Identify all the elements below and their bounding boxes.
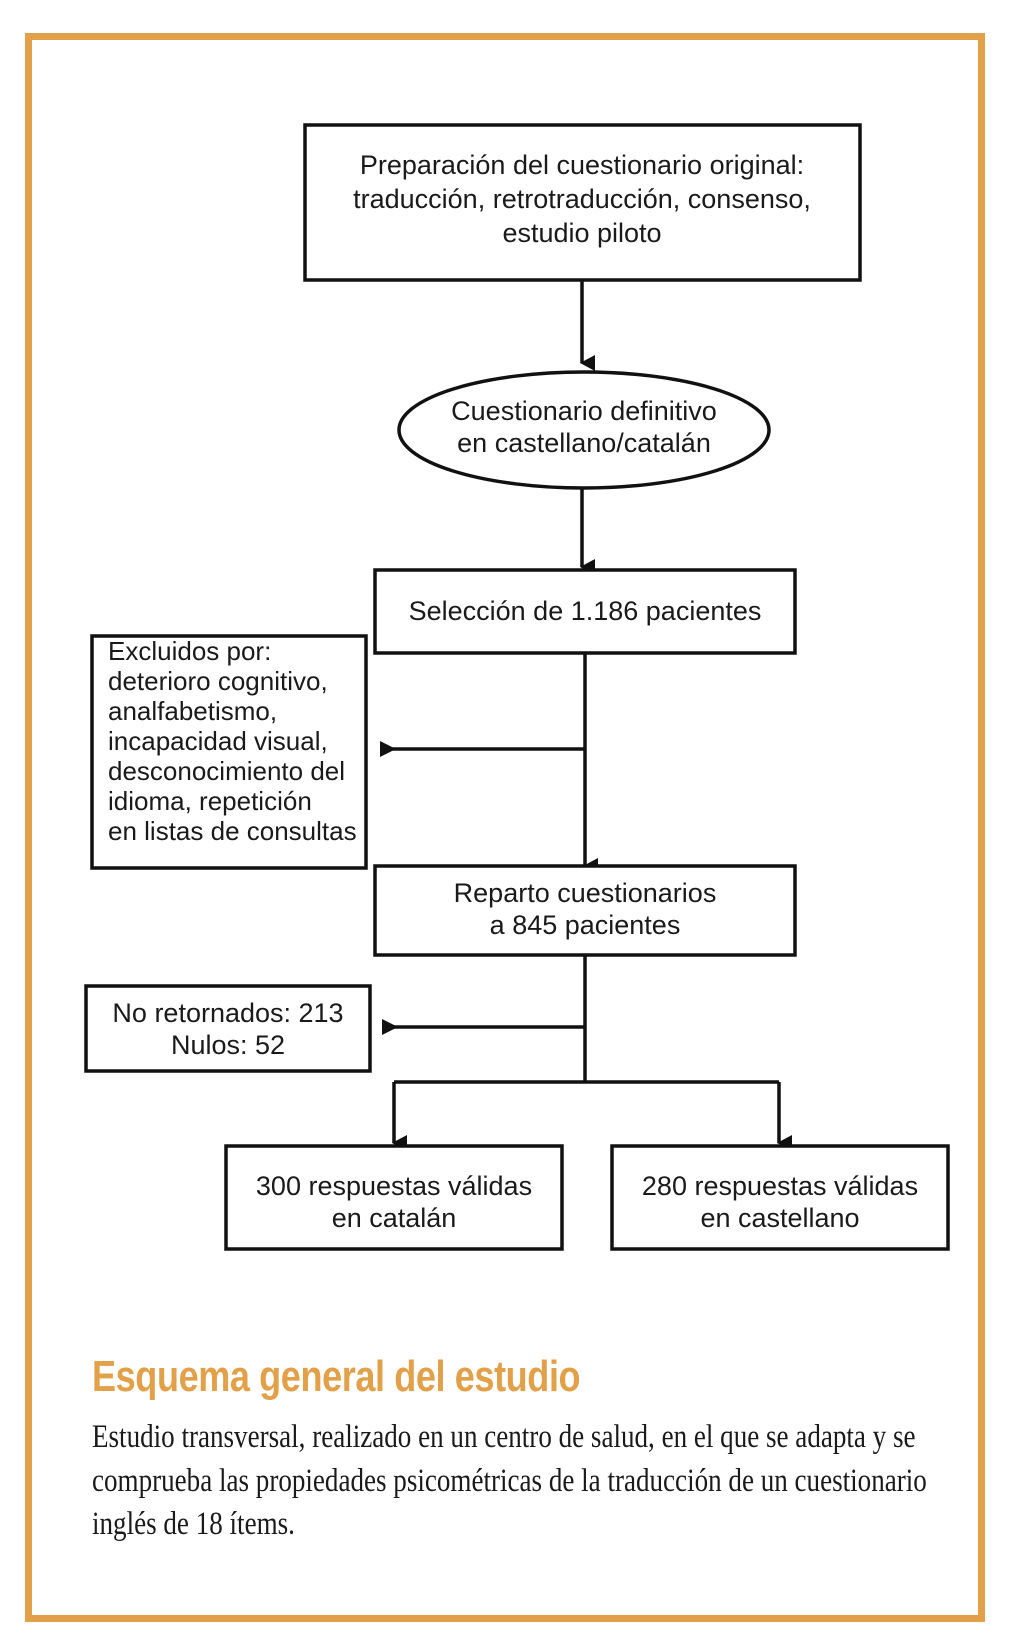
node-excluidos: Excluidos por: deterioro cognitivo, anal…: [90, 634, 368, 870]
node-seleccion: Selección de 1.186 pacientes: [373, 568, 797, 655]
node-catalan-line2: en catalán: [332, 1203, 457, 1233]
node-cuestionario-definitivo: Cuestionario definitivo en castellano/ca…: [397, 370, 771, 490]
node-catalan: 300 respuestas válidas en catalán: [224, 1144, 564, 1251]
node-preparacion-line2: traducción, retrotraducción, consenso,: [353, 184, 811, 214]
node-reparto-line2: a 845 pacientes: [490, 910, 681, 940]
node-preparacion-line3: estudio piloto: [502, 218, 661, 248]
node-reparto: Reparto cuestionarios a 845 pacientes: [373, 864, 797, 957]
node-castellano-line2: en castellano: [700, 1203, 859, 1233]
node-reparto-line1: Reparto cuestionarios: [454, 878, 717, 908]
node-excluidos-line1: Excluidos por:: [108, 636, 271, 666]
node-preparacion: Preparación del cuestionario original: t…: [303, 123, 862, 282]
node-cuestionario-line2: en castellano/catalán: [457, 428, 711, 458]
node-excluidos-line4: incapacidad visual,: [108, 726, 328, 756]
node-seleccion-line1: Selección de 1.186 pacientes: [409, 596, 762, 626]
node-preparacion-line1: Preparación del cuestionario original:: [360, 150, 804, 180]
caption: Esquema general del estudio Estudio tran…: [92, 1352, 982, 1547]
node-catalan-line1: 300 respuestas válidas: [256, 1171, 532, 1201]
node-no-retornados-line1: No retornados: 213: [112, 998, 343, 1028]
node-excluidos-line6: idioma, repetición: [108, 786, 312, 816]
flowchart: Preparación del cuestionario original: t…: [84, 123, 950, 1251]
node-excluidos-line5: desconocimiento del: [108, 756, 345, 786]
node-excluidos-line7: en listas de consultas: [108, 816, 357, 846]
node-castellano: 280 respuestas válidas en castellano: [610, 1144, 950, 1251]
caption-body: Estudio transversal, realizado en un cen…: [92, 1419, 927, 1543]
node-excluidos-line2: deterioro cognitivo,: [108, 666, 328, 696]
node-excluidos-line3: analfabetismo,: [108, 696, 277, 726]
caption-title: Esquema general del estudio: [92, 1352, 581, 1401]
node-no-retornados: No retornados: 213 Nulos: 52: [84, 984, 372, 1073]
node-castellano-line1: 280 respuestas válidas: [642, 1171, 918, 1201]
figure-frame: Preparación del cuestionario original: t…: [25, 33, 985, 1622]
node-no-retornados-line2: Nulos: 52: [171, 1030, 285, 1060]
node-cuestionario-line1: Cuestionario definitivo: [451, 396, 717, 426]
